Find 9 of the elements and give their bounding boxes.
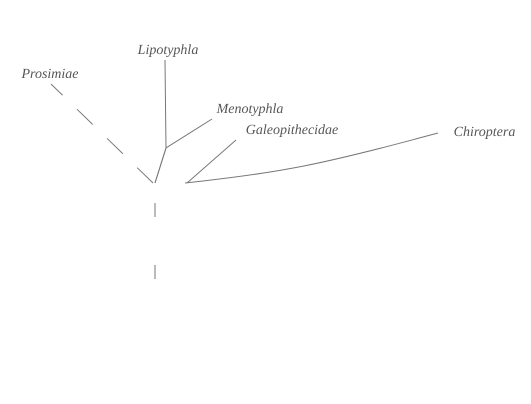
taxon-label: Prosimiae xyxy=(8,66,92,84)
taxon-label: Lipotyphla xyxy=(118,42,218,60)
taxon-label: Menotyphla xyxy=(196,101,304,119)
tree-branch xyxy=(154,118,212,184)
taxon-label: Chiroptera xyxy=(438,124,531,142)
tree-branch xyxy=(186,140,236,184)
taxon-label: Galeopithecidae xyxy=(222,122,362,140)
tree-branch xyxy=(50,84,154,184)
tree-branch xyxy=(184,132,438,184)
